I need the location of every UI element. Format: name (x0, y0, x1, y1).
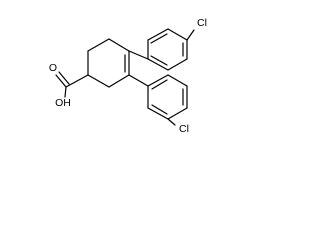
ring-bond-c2-c3 (87, 38, 110, 52)
lower-phenyl-bond-3 (167, 107, 188, 120)
bond-lower-phenyl-to-cl (167, 118, 176, 126)
lower-phenyl-bond-2-double (151, 104, 168, 115)
hydroxyl-label: OH (55, 97, 71, 109)
upper-chlorine-label: Cl (197, 17, 207, 29)
bond-carbonyl (55, 74, 67, 88)
upper-phenyl-bond-3 (167, 28, 188, 41)
lower-phenyl-bond-6 (147, 74, 169, 87)
bond-ring-to-lower-phenyl (128, 74, 149, 87)
cyclohexene-ring (87, 38, 130, 88)
upper-phenyl-bond-5 (167, 58, 188, 71)
bond-ring-to-carboxyl (65, 74, 89, 88)
lower-phenyl-bond-2 (147, 107, 169, 120)
bond-upper-phenyl-to-cl (186, 29, 195, 41)
upper-phenyl-bond-2-double (150, 33, 168, 44)
lower-chlorophenyl: Cl (128, 74, 189, 135)
ring-bond-c6-c1 (87, 74, 110, 88)
ring-bond-c3-c4 (108, 38, 130, 52)
bond-ring-to-upper-phenyl (128, 50, 149, 60)
upper-chlorophenyl: Cl (128, 17, 207, 71)
bond-carbonyl-double (58, 71, 70, 85)
upper-phenyl-bond-6-double (150, 55, 168, 66)
chemical-structure-diagram: O OH Cl Cl (49, 17, 207, 135)
lower-phenyl-bond-6-double (151, 79, 168, 90)
upper-phenyl-bond-6 (147, 58, 169, 71)
bond-hydroxyl (64, 86, 67, 98)
ring-bond-c5-c6 (108, 74, 130, 88)
carbonyl-oxygen-label: O (49, 62, 57, 74)
lower-phenyl-bond-5 (167, 74, 188, 87)
lower-chlorine-label: Cl (179, 123, 189, 135)
carboxylic-acid-group: O OH (49, 62, 89, 109)
upper-phenyl-bond-2 (147, 28, 169, 41)
